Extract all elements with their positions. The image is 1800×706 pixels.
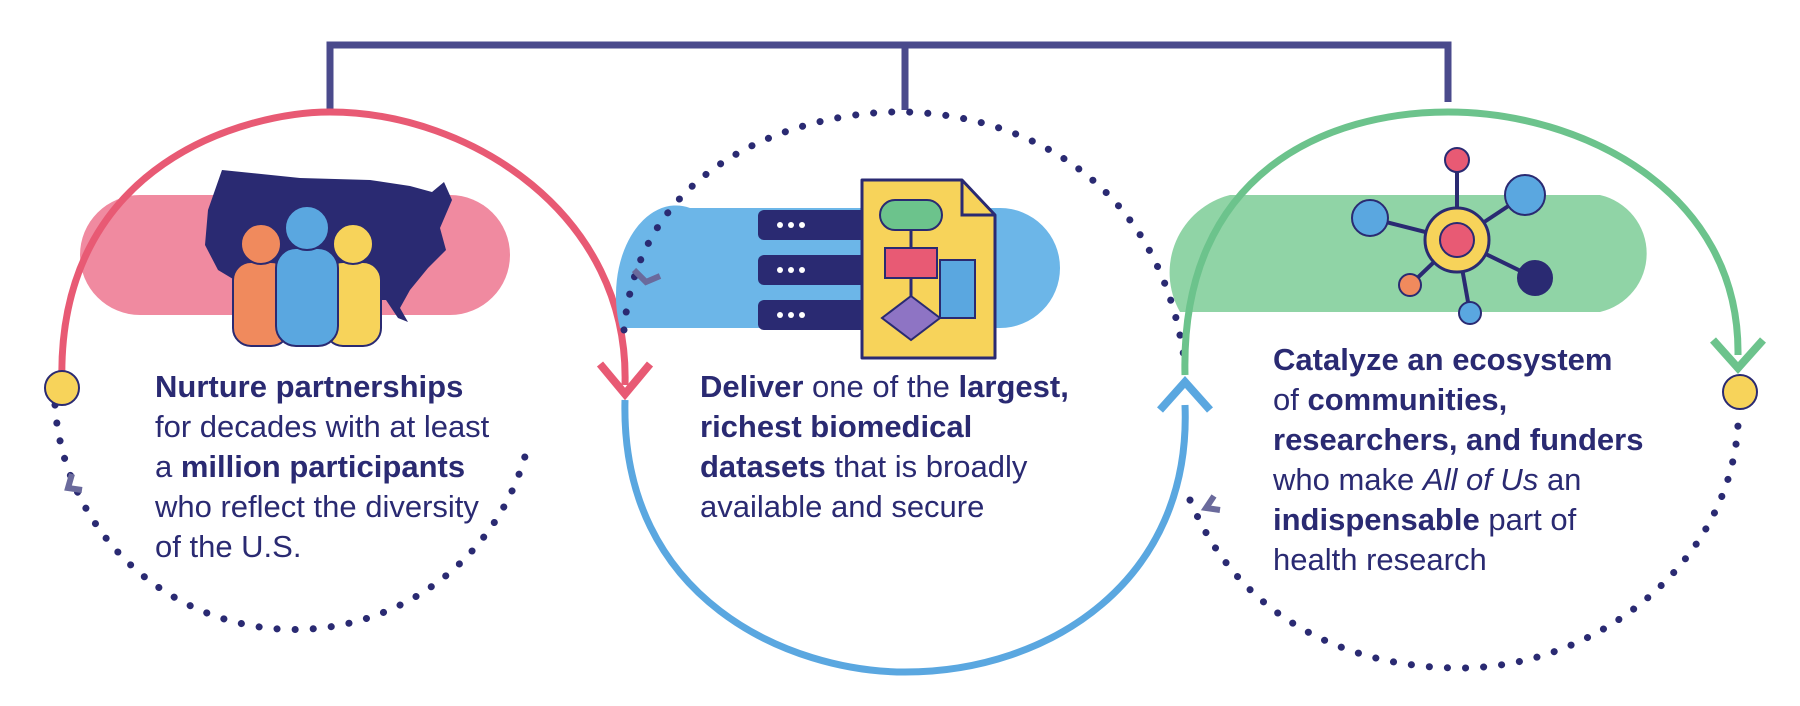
pillar-3-green-arc [1181,108,1742,376]
text-run: for decades with at least [155,409,490,444]
text-run: that is broadly [825,449,1028,484]
text-run: million participants [180,449,466,484]
text-run: one of the [803,369,959,404]
small-chevron-marker [64,473,83,493]
pillar-2-blue-arc [621,399,1189,676]
pillar-1-graphic [44,108,654,634]
text-run: who make [1273,462,1423,497]
small-chevron-marker [1200,494,1221,513]
text-run: a [155,449,181,484]
us-map-people-icon [205,170,452,347]
pillar-1-line: Nurture partnerships [155,367,489,407]
pillar-3-line: researchers, and funders [1273,420,1643,460]
pillar-2-line: datasets that is broadly [700,447,1069,487]
pillar-3-line: of communities, [1273,380,1643,420]
text-run: health research [1273,542,1487,577]
text-run: indispensable [1273,502,1480,537]
text-run: datasets [700,449,826,484]
ecosystem-network-icon [1351,147,1553,325]
pillar-2-line: available and secure [700,487,1069,527]
pillar-1-line: who reflect the diversity [155,487,489,527]
yellow-end-node [1722,374,1758,410]
yellow-start-node [44,370,80,406]
pillar-3-line: health research [1273,540,1643,580]
text-run: richest biomedical [700,409,973,444]
text-run: of [1273,382,1308,417]
small-chevron-marker [631,267,662,286]
red-arrowhead [596,361,654,401]
pillar-1-line: of the U.S. [155,527,489,567]
pillar-1-text: Nurture partnerships for decades with at … [155,367,489,567]
pillar-2-line: richest biomedical [700,407,1069,447]
text-run: an [1538,462,1582,497]
pillar-3-line: Catalyze an ecosystem [1273,340,1643,380]
pillar-2-text: Deliver one of the largest,richest biome… [700,367,1069,527]
pillar-3-graphic [1169,108,1766,672]
pillar-2-line: Deliver one of the largest, [700,367,1069,407]
pillar-3-line: indispensable part of [1273,500,1643,540]
text-run: available and secure [700,489,985,524]
top-connector-bracket [326,41,1452,110]
text-run: researchers, and funders [1273,422,1644,457]
text-run: part of [1479,502,1577,537]
text-run: who reflect the diversity [155,489,479,524]
pillar-1-red-arc [58,108,629,386]
pillar-2-dotted-arc [620,108,1189,369]
pillar-1-line: for decades with at least [155,407,489,447]
text-run: Nurture partnerships [155,369,464,404]
text-run: Catalyze an ecosystem [1273,342,1613,377]
text-run: All of Us [1422,462,1539,497]
text-run: of the U.S. [155,529,302,564]
text-run: largest, [958,369,1069,404]
pillar-1-line: a million participants [155,447,489,487]
dataset-flowchart-icon [758,178,997,360]
pillar-1-dotted-arc [51,401,532,634]
pillar-2-graphic [615,108,1213,676]
text-run: communities, [1307,382,1508,417]
green-arrowhead [1710,337,1766,375]
pillar-3-line: who make All of Us an [1273,460,1643,500]
blue-arrowhead [1157,375,1213,413]
text-run: Deliver [700,369,804,404]
